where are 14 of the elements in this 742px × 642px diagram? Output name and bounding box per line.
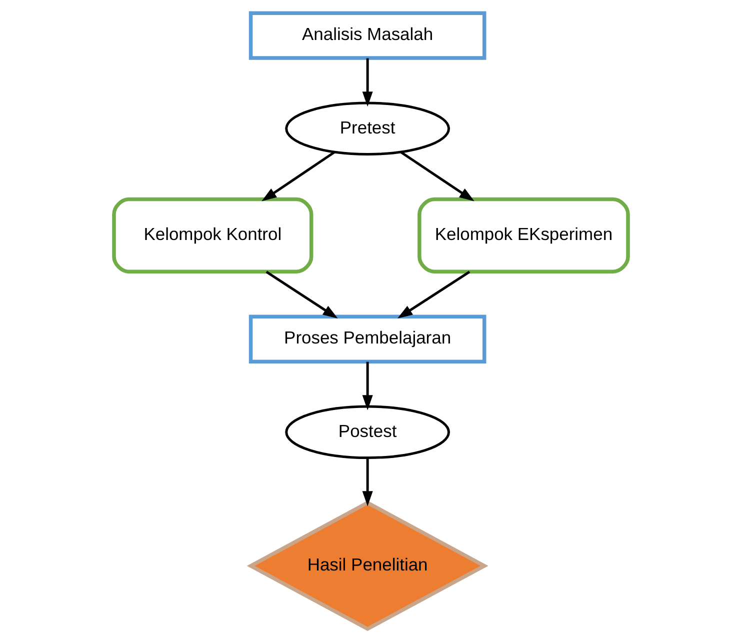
arrow xyxy=(398,270,470,318)
arrow xyxy=(362,362,373,410)
node-diamond: Hasil Penelitian xyxy=(246,500,488,632)
node-box: Kelompok Kontrol xyxy=(112,197,314,274)
arrow xyxy=(262,151,336,202)
arrow xyxy=(266,270,338,318)
node-ellipse: Pretest xyxy=(285,102,450,156)
node-ellipse: Postest xyxy=(285,405,450,460)
arrow xyxy=(362,58,373,107)
node-box: Analisis Masalah xyxy=(248,11,486,60)
node-box: Kelompok EKsperimen xyxy=(418,197,630,274)
arrow xyxy=(400,151,474,202)
node-box: Proses Pembelajaran xyxy=(248,314,486,364)
arrow xyxy=(362,458,373,506)
